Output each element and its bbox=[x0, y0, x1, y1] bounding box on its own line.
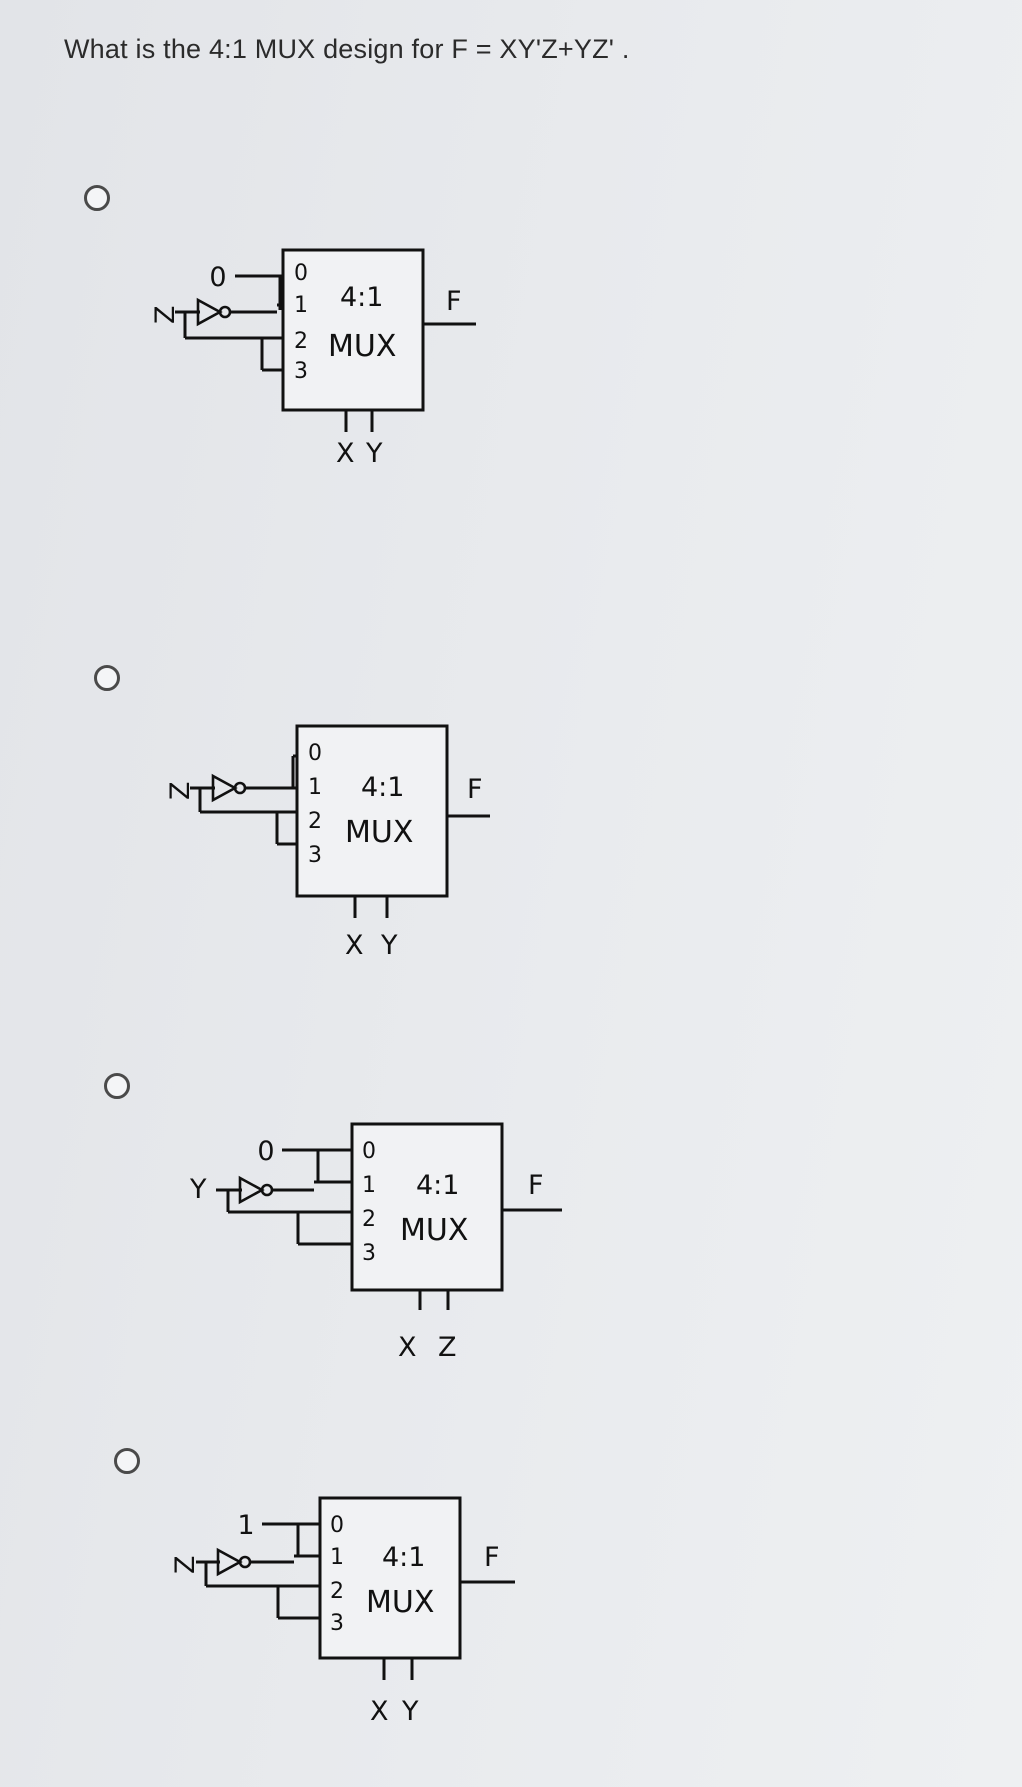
pin-3: 3 bbox=[308, 843, 322, 868]
output-label: F bbox=[446, 286, 462, 317]
mux-label: MUX bbox=[366, 1585, 434, 1620]
select-line-a-label: X bbox=[336, 438, 355, 469]
radio-button-option-1[interactable] bbox=[84, 185, 110, 211]
constant-input-label: 1 bbox=[237, 1510, 254, 1541]
pin-0: 0 bbox=[330, 1513, 344, 1538]
radio-button-option-2[interactable] bbox=[94, 665, 120, 691]
select-line-a-label: X bbox=[345, 930, 364, 961]
input-variable-label: Z bbox=[165, 782, 196, 801]
input-variable-label: Y bbox=[189, 1174, 207, 1205]
pin-2: 2 bbox=[308, 809, 322, 834]
pin-1: 1 bbox=[330, 1545, 344, 1570]
pin-1: 1 bbox=[294, 293, 308, 318]
pin-0: 0 bbox=[362, 1139, 376, 1164]
radio-button-option-4[interactable] bbox=[114, 1448, 140, 1474]
mux-circuit-diagram-1: 0 Z 0 1 2 3 4:1 MUX F X Y bbox=[150, 248, 476, 469]
select-line-b-label: Y bbox=[365, 438, 383, 469]
mux-label: MUX bbox=[400, 1213, 468, 1248]
input-variable-label: Z bbox=[150, 306, 181, 325]
output-label: F bbox=[484, 1542, 500, 1573]
mux-circuit-diagram-2: Z 0 1 2 3 4:1 MUX F X Y bbox=[165, 724, 490, 961]
mux-type-label: 4:1 bbox=[340, 282, 383, 313]
constant-input-label: 0 bbox=[209, 262, 226, 293]
pin-0: 0 bbox=[294, 261, 308, 286]
select-line-b-label: Y bbox=[380, 930, 398, 961]
output-label: F bbox=[528, 1170, 544, 1201]
mux-type-label: 4:1 bbox=[382, 1542, 425, 1573]
pin-2: 2 bbox=[330, 1579, 344, 1604]
pin-1: 1 bbox=[308, 775, 322, 800]
mux-circuit-diagram-4: 1 Z 0 1 2 3 4:1 MUX F X Y bbox=[170, 1496, 515, 1727]
pin-2: 2 bbox=[362, 1207, 376, 1232]
pin-1: 1 bbox=[362, 1173, 376, 1198]
select-line-b-label: Z bbox=[438, 1332, 457, 1363]
select-line-a-label: X bbox=[370, 1696, 389, 1727]
output-label: F bbox=[467, 774, 483, 805]
mux-type-label: 4:1 bbox=[361, 772, 404, 803]
pin-3: 3 bbox=[362, 1241, 376, 1266]
mux-circuit-diagram-3: 0 Y 0 1 2 3 4:1 MUX F X Z bbox=[189, 1122, 562, 1363]
pin-3: 3 bbox=[294, 359, 308, 384]
pin-2: 2 bbox=[294, 329, 308, 354]
mux-type-label: 4:1 bbox=[416, 1170, 459, 1201]
select-line-a-label: X bbox=[398, 1332, 417, 1363]
constant-input-label: 0 bbox=[257, 1136, 274, 1167]
radio-button-option-3[interactable] bbox=[104, 1073, 130, 1099]
question-text: What is the 4:1 MUX design for F = XY'Z+… bbox=[64, 34, 630, 64]
select-line-b-label: Y bbox=[401, 1696, 419, 1727]
pin-0: 0 bbox=[308, 741, 322, 766]
mux-label: MUX bbox=[328, 329, 396, 364]
input-variable-label: Z bbox=[170, 1556, 201, 1575]
mux-label: MUX bbox=[345, 815, 413, 850]
pin-3: 3 bbox=[330, 1611, 344, 1636]
